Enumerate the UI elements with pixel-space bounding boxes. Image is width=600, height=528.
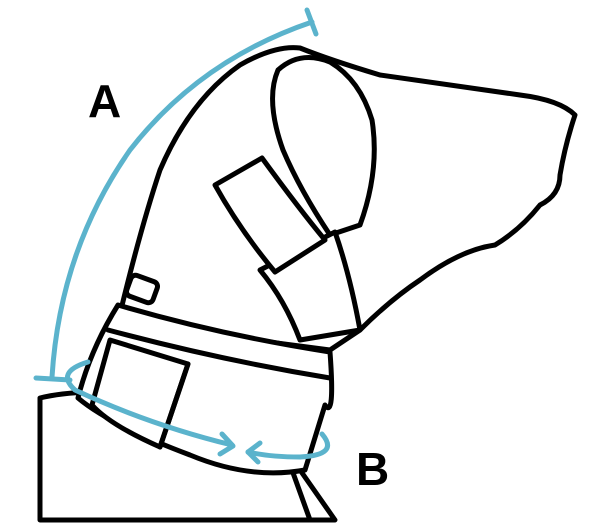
collar-seam [157,361,191,450]
arrowhead-left [217,431,236,457]
measure-a-arc [49,19,315,380]
head-pad [212,155,328,275]
arrowhead-right [245,440,263,465]
collar-top-band [105,327,333,381]
label-a: A [88,75,122,127]
measure-a-end-top [304,7,319,37]
strap-clip [123,272,161,306]
measure-a-end-bottom [33,375,73,383]
measure-b-right-arrow [245,431,330,460]
label-b: B [356,443,390,495]
measure-b-left-arrow [65,359,235,448]
chest-line [289,467,313,523]
dog-ear [270,55,377,238]
